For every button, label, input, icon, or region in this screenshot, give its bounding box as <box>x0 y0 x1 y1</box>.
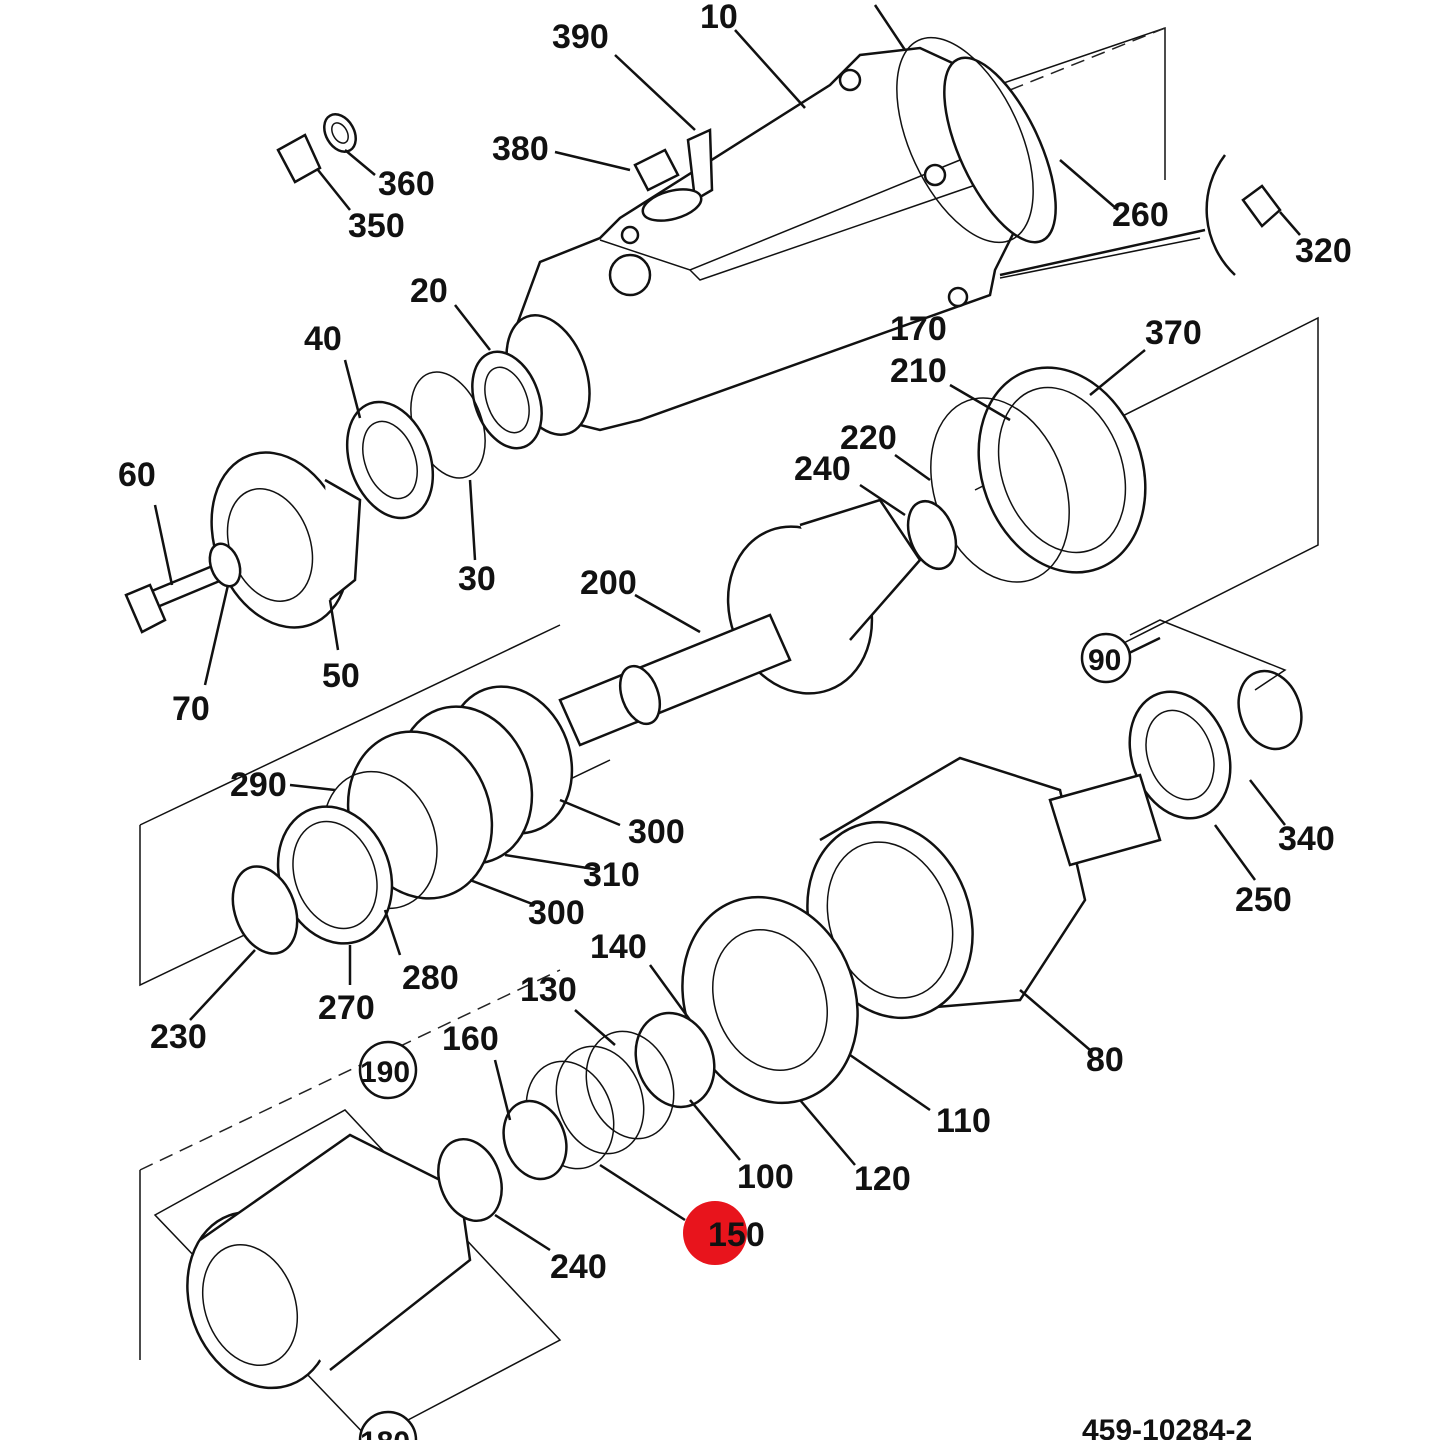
callout-120: 120 <box>854 1160 911 1198</box>
callout-300-upper: 300 <box>628 813 685 851</box>
callout-circle-90 <box>1080 632 1132 684</box>
assembly-guide-lines <box>139 26 1319 1360</box>
highlight-marker <box>683 1201 747 1265</box>
callout-290: 290 <box>230 766 287 804</box>
bearing-seal-group <box>345 350 543 520</box>
callout-270: 270 <box>318 989 375 1027</box>
callout-150: 150 <box>708 1216 765 1254</box>
callout-220: 220 <box>840 419 897 457</box>
shaft-gear-group <box>558 366 1147 747</box>
callout-210: 210 <box>890 352 947 390</box>
callout-360: 360 <box>378 165 435 203</box>
callout-80: 80 <box>1086 1041 1124 1079</box>
callout-circle-180 <box>358 1410 418 1440</box>
callout-20: 20 <box>410 272 448 310</box>
callout-390: 390 <box>552 18 609 56</box>
spring-group <box>502 1011 716 1181</box>
callout-70: 70 <box>172 690 210 728</box>
clutch-plate-group <box>231 685 574 955</box>
callout-300-lower: 300 <box>528 894 585 932</box>
callout-170: 170 <box>890 310 947 348</box>
callout-320: 320 <box>1295 232 1352 270</box>
yoke-flange-part-50 <box>124 451 362 634</box>
callout-30: 30 <box>458 560 496 598</box>
callout-370: 370 <box>1145 314 1202 352</box>
callout-40: 40 <box>304 320 342 358</box>
drain-plug-parts <box>276 113 1282 277</box>
callout-180: 180 <box>360 1426 410 1440</box>
callout-60: 60 <box>118 456 156 494</box>
callout-110: 110 <box>936 1102 991 1140</box>
callout-240-upper: 240 <box>794 450 851 488</box>
callout-100: 100 <box>737 1158 794 1196</box>
callout-140: 140 <box>590 928 647 966</box>
clutch-pack-part-190 <box>153 1109 562 1440</box>
callout-280: 280 <box>402 959 459 997</box>
callout-190: 190 <box>360 1056 410 1089</box>
callout-310: 310 <box>583 856 640 894</box>
callout-130: 130 <box>520 971 577 1009</box>
axle-housing-part-10 <box>505 36 1057 436</box>
callout-250: 250 <box>1235 881 1292 919</box>
document-number: 459-10284-2 <box>1082 1414 1252 1440</box>
callout-240-lower: 240 <box>550 1248 607 1286</box>
callout-160: 160 <box>442 1020 499 1058</box>
callout-labels: 390 10 380 360 350 260 320 20 40 170 370… <box>118 0 1352 1440</box>
callout-50: 50 <box>322 657 360 695</box>
callout-circle-190 <box>358 1040 418 1100</box>
callout-200: 200 <box>580 564 637 602</box>
callout-340: 340 <box>1278 820 1335 858</box>
callout-10: 10 <box>700 0 738 36</box>
clutch-drum-group <box>681 619 1303 1105</box>
callout-350: 350 <box>348 207 405 245</box>
callout-230: 230 <box>150 1018 207 1056</box>
callout-260: 260 <box>1112 196 1169 234</box>
callout-90: 90 <box>1088 644 1121 677</box>
leader-lines <box>153 4 1301 1252</box>
callout-380: 380 <box>492 130 549 168</box>
